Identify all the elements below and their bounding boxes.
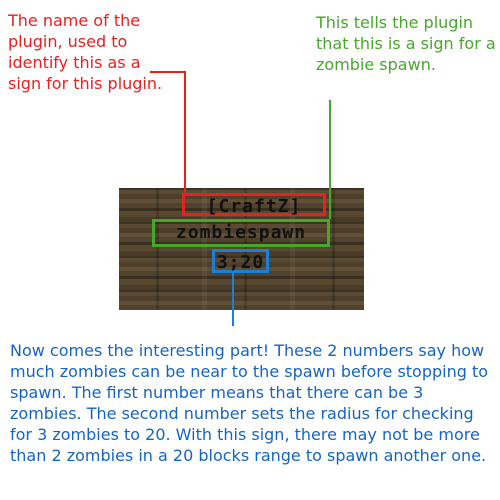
sign-line-numbers: 3;20 <box>212 249 269 273</box>
sign-line-zombiespawn: zombiespawn <box>152 219 330 247</box>
zombie-spawn-annotation: This tells the plugin that this is a sig… <box>316 13 496 74</box>
numbers-annotation: Now comes the interesting part! These 2 … <box>10 341 489 465</box>
plugin-name-annotation: The name of the plugin, used to identify… <box>8 11 163 93</box>
sign-line-plugin-name: [CraftZ] <box>182 193 326 217</box>
red-connector <box>150 71 186 193</box>
